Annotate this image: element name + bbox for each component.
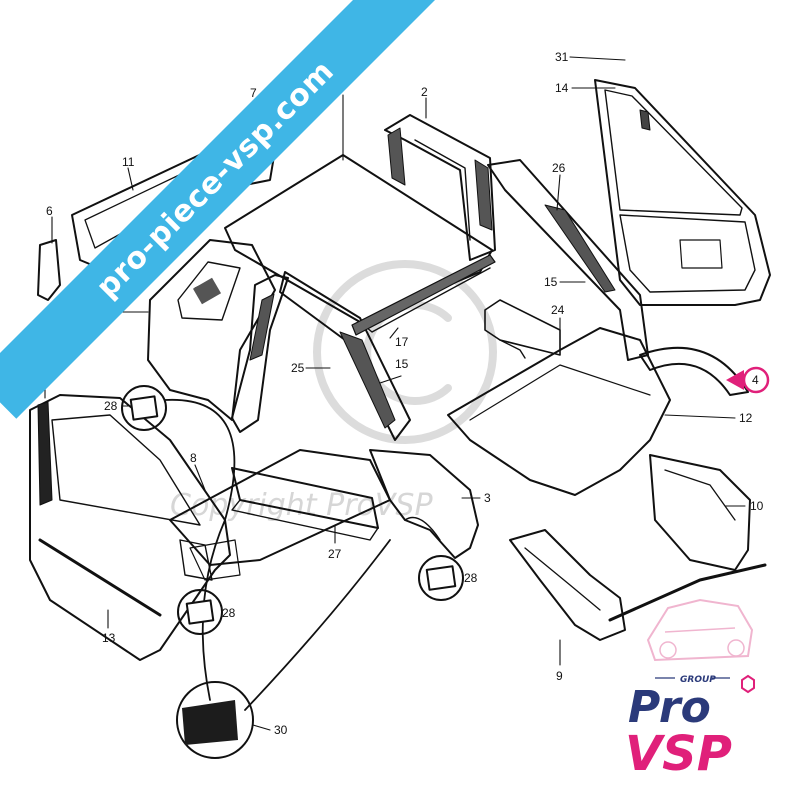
- callout-label: 4: [752, 373, 759, 387]
- callout-label: 10: [750, 499, 764, 513]
- side-frame: [384, 114, 496, 261]
- callout-label: 28: [464, 571, 478, 585]
- logo-line2: VSP: [625, 726, 732, 782]
- callout-label: 17: [395, 335, 409, 349]
- callout-label: 15: [395, 357, 409, 371]
- wheel-arch-panel: [639, 346, 749, 396]
- inner-wing-right: [649, 454, 751, 571]
- callout-label: 24: [551, 303, 565, 317]
- callout-label: 15: [544, 275, 558, 289]
- callout-label: 3: [484, 491, 491, 505]
- callout-label: 6: [46, 204, 53, 218]
- callout-label: 31: [555, 50, 569, 64]
- callout-label: 28: [222, 606, 236, 620]
- callout-label: 13: [102, 631, 116, 645]
- callout-label: 25: [291, 361, 305, 375]
- bracket: [37, 239, 61, 301]
- inner-wing-left: [509, 529, 626, 641]
- highlight-arrow: [726, 370, 744, 390]
- callout-label: 27: [328, 547, 342, 561]
- rear-quarter-panel: [147, 239, 276, 421]
- callout-label: 11: [122, 155, 135, 169]
- callout-label: 8: [190, 451, 197, 465]
- callout-label: 7: [250, 86, 257, 100]
- callout-label: 9: [556, 669, 563, 683]
- callout-label: 28: [104, 399, 118, 413]
- bonnet: [447, 327, 671, 496]
- provsp-logo: GROUP Pro VSP: [625, 598, 755, 782]
- callout-label: 26: [552, 161, 566, 175]
- inner-door-frame: [487, 159, 649, 361]
- logo-line1: Pro: [628, 682, 711, 733]
- callout-label: 14: [555, 81, 569, 95]
- callout-label: 30: [274, 723, 288, 737]
- front-door: [594, 79, 771, 306]
- front-wing: [369, 449, 479, 559]
- a-pillar: [279, 271, 411, 441]
- b-pillar: [231, 274, 289, 433]
- callout-label: 12: [739, 411, 753, 425]
- rear-door: [29, 394, 231, 661]
- callout-label: 2: [421, 85, 428, 99]
- logo-tag: GROUP: [680, 675, 716, 685]
- windscreen-seal: [351, 254, 496, 336]
- copyright-watermark: [313, 260, 497, 444]
